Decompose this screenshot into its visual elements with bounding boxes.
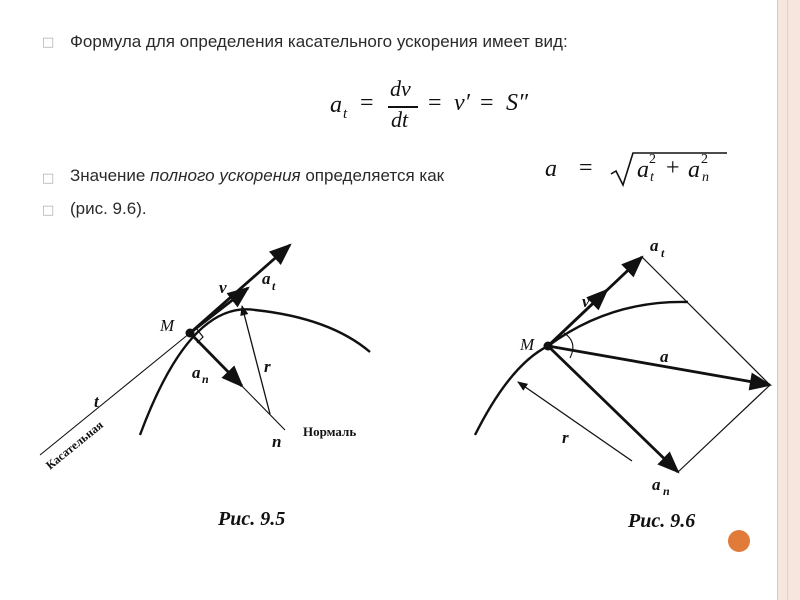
fig6-parallelogram-top	[641, 256, 771, 386]
f2-an-sub: n	[702, 170, 709, 185]
fig5-v-vector	[189, 286, 250, 335]
fig6-label-an-n: n	[663, 484, 670, 498]
fig6-point-m	[543, 341, 553, 351]
bullet-text-2-suffix: определяется как	[300, 166, 445, 185]
fig6-label-at-t: t	[661, 246, 665, 260]
slide-frame-right	[777, 0, 800, 600]
bullet-text-3: (рис. 9.6).	[70, 199, 147, 218]
fig6-v-vector	[547, 288, 609, 348]
fig5-tangent-line	[39, 332, 191, 456]
bullet-marker-3: □	[42, 203, 55, 218]
fig5-right-angle	[195, 327, 204, 344]
f2-at-sub: t	[650, 170, 654, 185]
fig6-caption: Рис. 9.6	[627, 510, 695, 532]
figures: M v a t a n r t n Нормаль Касательная Ри…	[39, 236, 773, 532]
fig6-trajectory	[473, 300, 689, 436]
fig5-label-n: n	[272, 432, 281, 451]
f2-an-sup: 2	[701, 152, 708, 167]
fig6-label-a: a	[660, 347, 669, 366]
f2-radical	[610, 152, 727, 188]
fig6-label-m: M	[519, 335, 535, 354]
fig6-label-v: v	[582, 292, 590, 311]
fig5-caption: Рис. 9.5	[217, 508, 285, 530]
bullet-text-2: Значение полного ускорения определяется …	[70, 166, 444, 186]
f1-eq1: =	[360, 90, 374, 116]
f1-eq2: =	[428, 90, 442, 116]
fig6-parallelogram-bottom	[677, 384, 771, 473]
f1-S: S″	[506, 90, 528, 116]
fig5-label-at-t: t	[272, 279, 276, 293]
f1-a: a	[330, 92, 342, 118]
fig6-label-at-a: a	[650, 236, 659, 255]
bullet-marker-2: □	[42, 171, 55, 186]
bullet-text-2-prefix: Значение	[70, 166, 151, 185]
fig6-an-vector	[547, 344, 680, 474]
fig5-point-m	[185, 328, 195, 338]
fig5-label-an-a: a	[192, 363, 201, 382]
fig6-label-r: r	[562, 428, 569, 447]
formula-tangential: a t = dv dt = v′ = S″	[330, 76, 550, 134]
fig5-label-normal: Нормаль	[303, 424, 356, 439]
f2-an-a: a	[688, 157, 700, 183]
fig5-trajectory	[138, 308, 371, 436]
fig5-label-v: v	[219, 278, 227, 297]
f2-plus: +	[666, 155, 680, 181]
slide-body: □ Формула для определения касательного у…	[39, 32, 773, 532]
f2-eq: =	[579, 155, 593, 181]
fig5-label-t: t	[94, 392, 100, 411]
f1-t: t	[343, 106, 348, 122]
accent-dot	[728, 530, 750, 552]
bullet-text-2-italic: полного ускорения	[150, 166, 301, 185]
figure-9-5: M v a t a n r t n Нормаль Касательная Ри…	[39, 243, 371, 530]
f1-eq3: =	[480, 90, 494, 116]
formula-total: a = a 2 t + a 2 n	[545, 150, 735, 192]
fig5-label-at-a: a	[262, 269, 271, 288]
fig6-r-line	[517, 381, 633, 462]
f1-numerator: dv	[390, 76, 411, 101]
fig6-label-an-a: a	[652, 475, 661, 494]
f2-a: a	[545, 156, 557, 182]
f1-vprime: v′	[454, 90, 470, 116]
fig5-r-line	[240, 304, 271, 415]
fig5-label-an-n: n	[202, 372, 209, 386]
fig6-angle-arc	[563, 332, 574, 359]
f1-denominator: dt	[391, 107, 409, 132]
bullet-text-1: Формула для определения касательного уск…	[70, 32, 568, 51]
fig5-label-r: r	[264, 357, 271, 376]
fig5-label-m: M	[159, 316, 175, 335]
f2-at-a: a	[637, 157, 649, 183]
fig6-a-vector	[547, 344, 773, 391]
figure-9-6: M v a t a a n r Рис. 9.6	[473, 236, 773, 532]
f1-fraction-bar	[388, 106, 418, 108]
bullet-marker-1: □	[42, 35, 55, 50]
f2-at-sup: 2	[649, 152, 656, 167]
